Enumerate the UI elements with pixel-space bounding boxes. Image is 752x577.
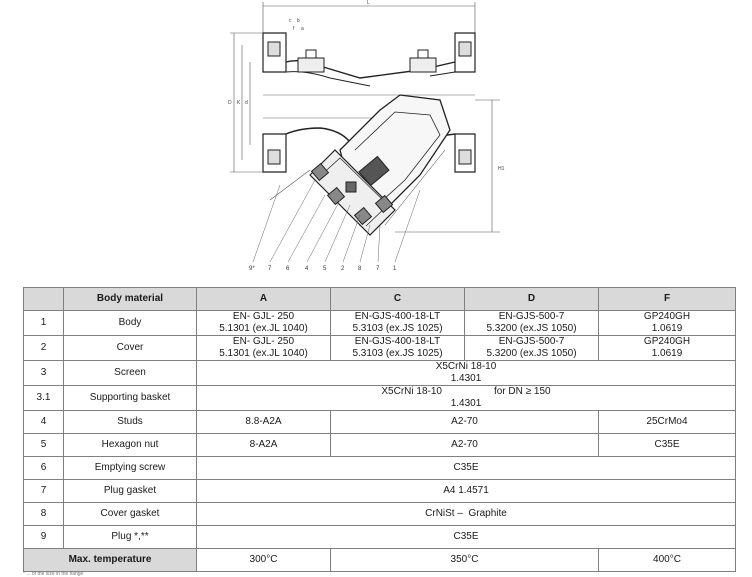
callout-label: 8	[358, 266, 362, 272]
table-row: 6 Emptying screw C35E	[23, 456, 736, 480]
dim-d-label: d	[245, 100, 248, 106]
row-number: 5	[23, 433, 64, 457]
max-temperature-row: Max. temperature 300°C 350°C 400°C	[23, 548, 736, 572]
table-row: 5 Hexagon nut 8-A2A A2-70 C35E	[23, 433, 736, 457]
material-cd-cell: A2-70	[330, 433, 599, 457]
part-name: Plug gasket	[63, 479, 197, 503]
material-cd-cell: A2-70	[330, 410, 599, 434]
callout-label: 7	[268, 266, 272, 272]
callout-label: 7	[376, 266, 380, 272]
row-number: 2	[23, 335, 64, 361]
header-material-f: F	[598, 287, 736, 311]
material-all-cell: C35E	[196, 525, 736, 549]
dim-H1-label: H1	[498, 166, 505, 172]
material-f-cell: C35E	[598, 433, 736, 457]
y-strainer-drawing: L H1 D K d c f b a 9* 7 6 4 5 2 8 7 1	[0, 0, 752, 285]
max-temperature-label: Max. temperature	[23, 548, 197, 572]
callout-label: 2	[341, 266, 345, 272]
callout-label: 4	[305, 266, 309, 272]
table-row: 9 Plug *,** C35E	[23, 525, 736, 549]
dim-K-label: K	[237, 100, 241, 106]
part-name: Emptying screw	[63, 456, 197, 480]
dim-c-label: c	[289, 18, 292, 24]
callout-label: 9*	[249, 266, 255, 272]
material-a-cell: 8-A2A	[196, 433, 331, 457]
header-num	[23, 287, 64, 311]
row-number: 8	[23, 502, 64, 526]
max-temp-cd: 350°C	[330, 548, 599, 572]
header-material-c: C	[330, 287, 465, 311]
dim-b-label: b	[297, 18, 300, 24]
header-material-d: D	[464, 287, 599, 311]
material-all-cell: CrNiSt – Graphite	[196, 502, 736, 526]
part-name: Cover	[63, 335, 197, 361]
table-row: 4 Studs 8.8-A2A A2-70 25CrMo4	[23, 410, 736, 434]
part-name: Body	[63, 310, 197, 336]
dim-a-label: a	[301, 26, 304, 32]
dim-f-label: f	[293, 26, 295, 32]
material-all-cell: C35E	[196, 456, 736, 480]
table-row: 7 Plug gasket A4 1.4571	[23, 479, 736, 503]
part-name: Screen	[63, 360, 197, 386]
table-row: 8 Cover gasket CrNiSt – Graphite	[23, 502, 736, 526]
sectional-drawing-svg: L H1 D K d c f b a 9* 7 6 4 5 2 8 7 1	[228, 0, 505, 272]
materials-table: Body material A C D F 1 Body EN- GJL- 25…	[23, 287, 736, 572]
part-name: Hexagon nut	[63, 433, 197, 457]
row-number: 1	[23, 310, 64, 336]
footnote: * ... of the size in the flange	[23, 571, 84, 577]
part-name: Supporting basket	[63, 385, 197, 411]
part-name: Studs	[63, 410, 197, 434]
table-header-row: Body material A C D F	[23, 287, 736, 311]
row-number: 6	[23, 456, 64, 480]
callout-label: 6	[286, 266, 290, 272]
max-temp-f: 400°C	[598, 548, 736, 572]
callout-label: 5	[323, 266, 327, 272]
header-material-a: A	[196, 287, 331, 311]
row-number: 7	[23, 479, 64, 503]
material-f-cell: 25CrMo4	[598, 410, 736, 434]
dim-L-label: L	[367, 0, 370, 6]
material-a-cell: 8.8-A2A	[196, 410, 331, 434]
row-number: 4	[23, 410, 64, 434]
row-number: 3	[23, 360, 64, 386]
max-temp-a: 300°C	[196, 548, 331, 572]
dn-note: for DN ≥ 150	[493, 386, 551, 397]
header-body-material: Body material	[63, 287, 197, 311]
part-name: Cover gasket	[63, 502, 197, 526]
row-number: 3.1	[23, 385, 64, 411]
callout-label: 1	[393, 266, 397, 272]
material-all-cell: A4 1.4571	[196, 479, 736, 503]
part-name: Plug *,**	[63, 525, 197, 549]
row-number: 9	[23, 525, 64, 549]
dim-D-label: D	[228, 100, 232, 106]
